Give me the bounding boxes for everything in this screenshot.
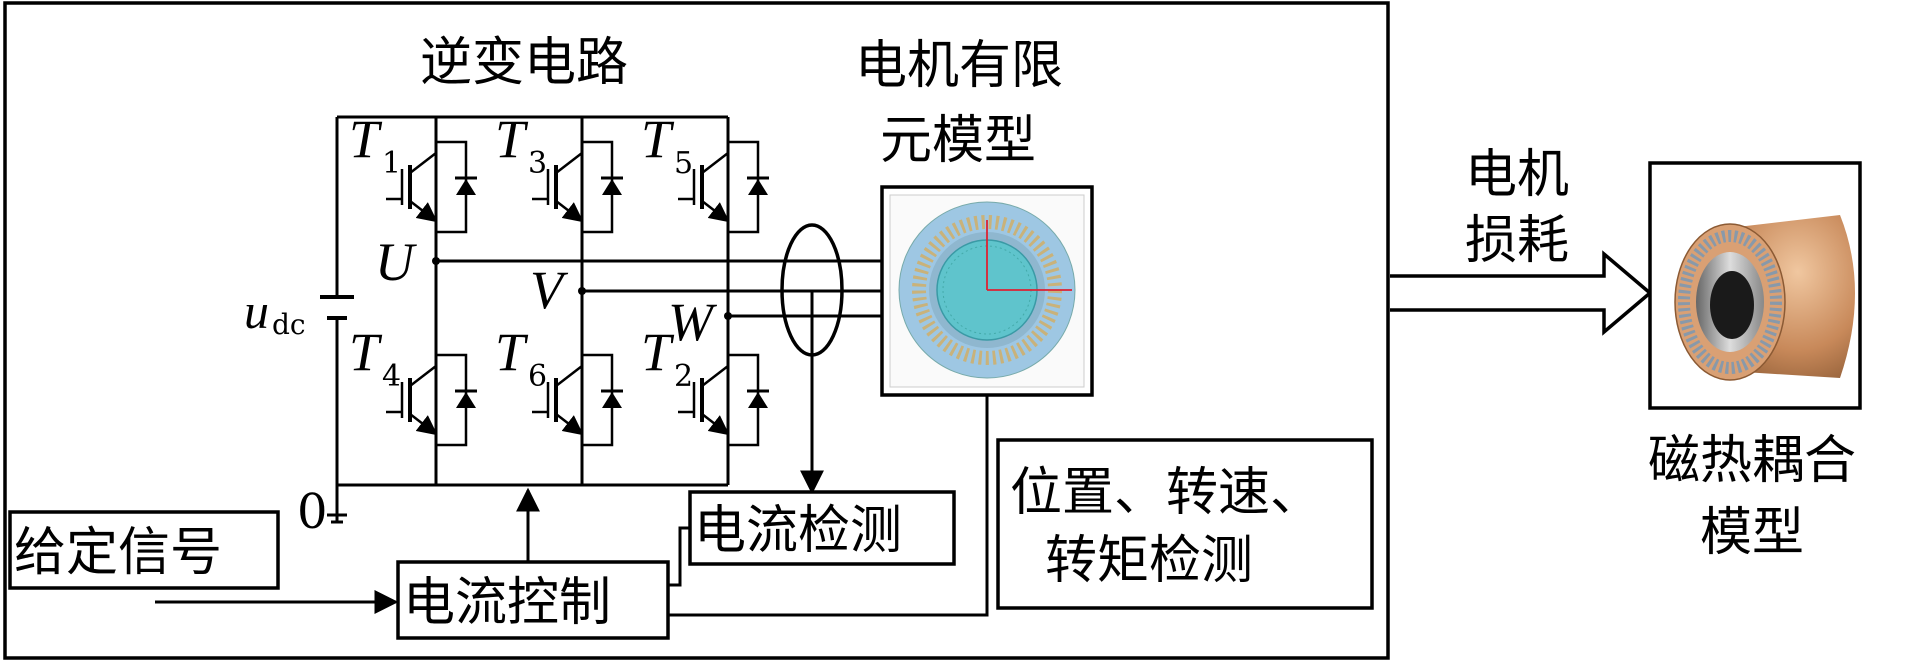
phase-v-label: V <box>530 260 569 320</box>
switch-letter: T <box>349 109 383 169</box>
switch-subscript: 1 <box>382 146 401 181</box>
switch-subscript: 6 <box>528 359 547 394</box>
fem-title-line1: 电机有限 <box>855 36 1063 96</box>
given-signal-label: 给定信号 <box>14 523 222 583</box>
current-control-label: 电流控制 <box>403 573 611 633</box>
motor-feedback-wire <box>668 395 989 617</box>
ground-zero-label: 0 <box>297 484 328 540</box>
current-detect-label: 电流检测 <box>694 501 902 561</box>
switch-letter: T <box>641 109 675 169</box>
switch-subscript: 2 <box>674 359 693 394</box>
loss-label-line1: 电机 <box>1465 145 1569 205</box>
loss-label-line2: 损耗 <box>1465 211 1569 271</box>
position-detect-line1: 位置、转速、 <box>1010 463 1322 523</box>
inverter-title: 逆变电路 <box>420 33 628 93</box>
switch-letter: T <box>495 109 529 169</box>
motor-3d-render <box>1674 215 1855 381</box>
position-detect-line2: 转矩检测 <box>1045 531 1253 591</box>
phase-w-label: W <box>668 292 718 352</box>
coupling-label-line2: 模型 <box>1700 503 1804 563</box>
switch-subscript: 5 <box>674 146 693 181</box>
switch-letter: T <box>641 322 675 382</box>
motor-cross-section <box>889 194 1085 388</box>
fem-title-line2: 元模型 <box>880 111 1036 171</box>
current-control-box <box>396 560 670 640</box>
switch-letter: T <box>495 322 529 382</box>
detect-to-control-wire <box>668 526 690 587</box>
switch-subscript: 3 <box>528 146 547 181</box>
switch-subscript: 4 <box>382 359 401 394</box>
coupling-label-line1: 磁热耦合 <box>1648 431 1856 491</box>
given-signal-box <box>8 510 280 590</box>
position-detect-box <box>996 438 1374 610</box>
system-frame <box>3 1 1390 660</box>
dc-voltage-label: u <box>244 283 269 339</box>
dc-voltage-sub: dc <box>272 308 306 341</box>
phase-u-label: U <box>375 232 417 292</box>
switch-letter: T <box>349 322 383 382</box>
current-detect-box <box>688 490 956 566</box>
